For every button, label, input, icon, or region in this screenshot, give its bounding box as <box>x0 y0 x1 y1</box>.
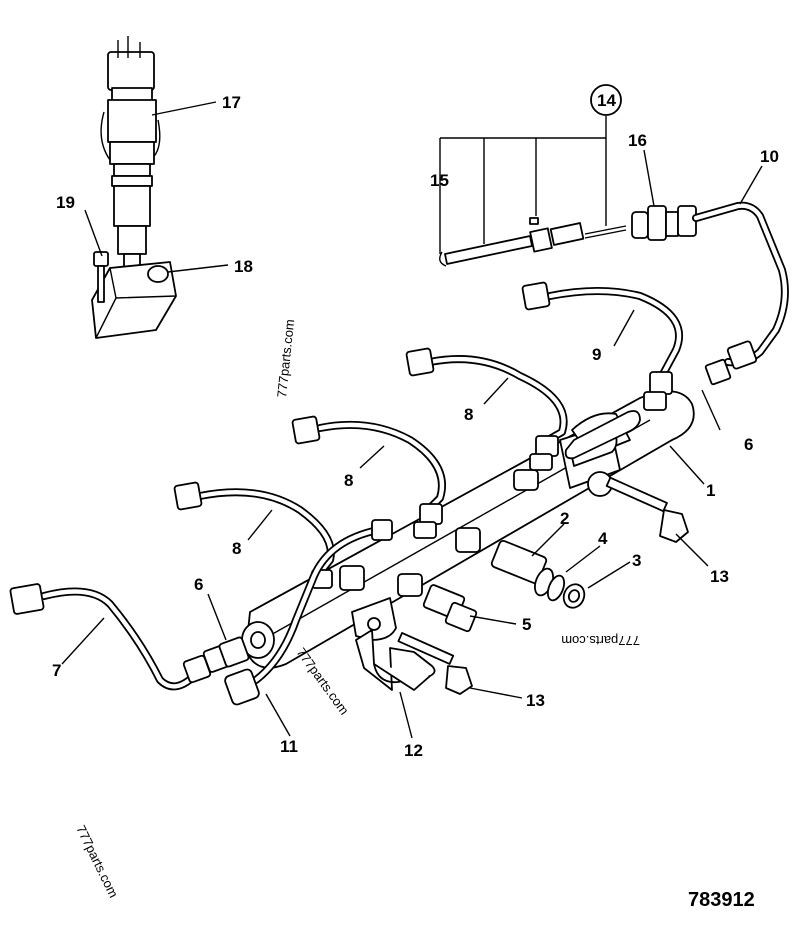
watermark-2: 777parts.com <box>294 645 352 718</box>
pipe-10 <box>692 201 789 386</box>
callout-8-upper: 8 <box>464 405 473 424</box>
drawing-number: 783912 <box>688 889 755 911</box>
callout-12: 12 <box>404 741 423 760</box>
callout-4: 4 <box>598 529 608 548</box>
callout-18: 18 <box>234 257 253 276</box>
callout-13-lower: 13 <box>526 691 545 710</box>
pipe-8-upper <box>405 347 568 471</box>
pipe-7 <box>9 583 212 691</box>
callout-15: 15 <box>430 171 449 190</box>
callout-6-right: 6 <box>744 435 753 454</box>
callout-7: 7 <box>52 661 61 680</box>
callout-leaders <box>61 101 763 739</box>
pipe-11 <box>224 519 393 706</box>
fuel-rail <box>241 390 695 669</box>
callout-numbers: 17 18 19 14 15 16 10 9 8 8 8 6 1 2 4 3 1… <box>52 84 779 760</box>
callout-6-left: 6 <box>194 575 203 594</box>
connector-6-left <box>202 636 250 673</box>
pipe-8-middle <box>291 415 446 539</box>
callout-16: 16 <box>628 131 647 150</box>
callout-9: 9 <box>592 345 601 364</box>
pressure-valve <box>490 539 554 597</box>
callout-5: 5 <box>522 615 531 634</box>
callout-1: 1 <box>706 481 715 500</box>
callout-3: 3 <box>632 551 641 570</box>
rail-pressure-sensor <box>422 584 478 633</box>
injector <box>100 36 161 285</box>
valve-plug <box>562 583 586 609</box>
callout-10: 10 <box>760 147 779 166</box>
rail-bracket <box>355 629 436 691</box>
rail-bolt-lower <box>397 632 473 695</box>
callout-11: 11 <box>280 737 298 756</box>
sealing-washer <box>546 574 566 602</box>
rail-bolt-upper <box>605 476 689 543</box>
callout-19: 19 <box>56 193 75 212</box>
pipe-8-lower <box>173 481 335 589</box>
clamp-bolt <box>93 251 109 303</box>
callout-14-circle <box>590 84 622 116</box>
watermark-1: 777parts.com <box>274 318 297 398</box>
callout-14: 14 <box>597 91 616 110</box>
callout-8-lower: 8 <box>232 539 241 558</box>
callout-2: 2 <box>560 509 569 528</box>
pipe-9 <box>521 281 684 411</box>
injector-clamp <box>91 261 177 339</box>
watermark-3: 777parts.com <box>561 633 640 648</box>
callout-8-middle: 8 <box>344 471 353 490</box>
callout-13-upper: 13 <box>710 567 729 586</box>
sensor-probe <box>439 217 627 267</box>
watermark-4: 777parts.com <box>73 823 121 900</box>
pipe-connector <box>631 205 697 241</box>
callout-17: 17 <box>222 93 241 112</box>
